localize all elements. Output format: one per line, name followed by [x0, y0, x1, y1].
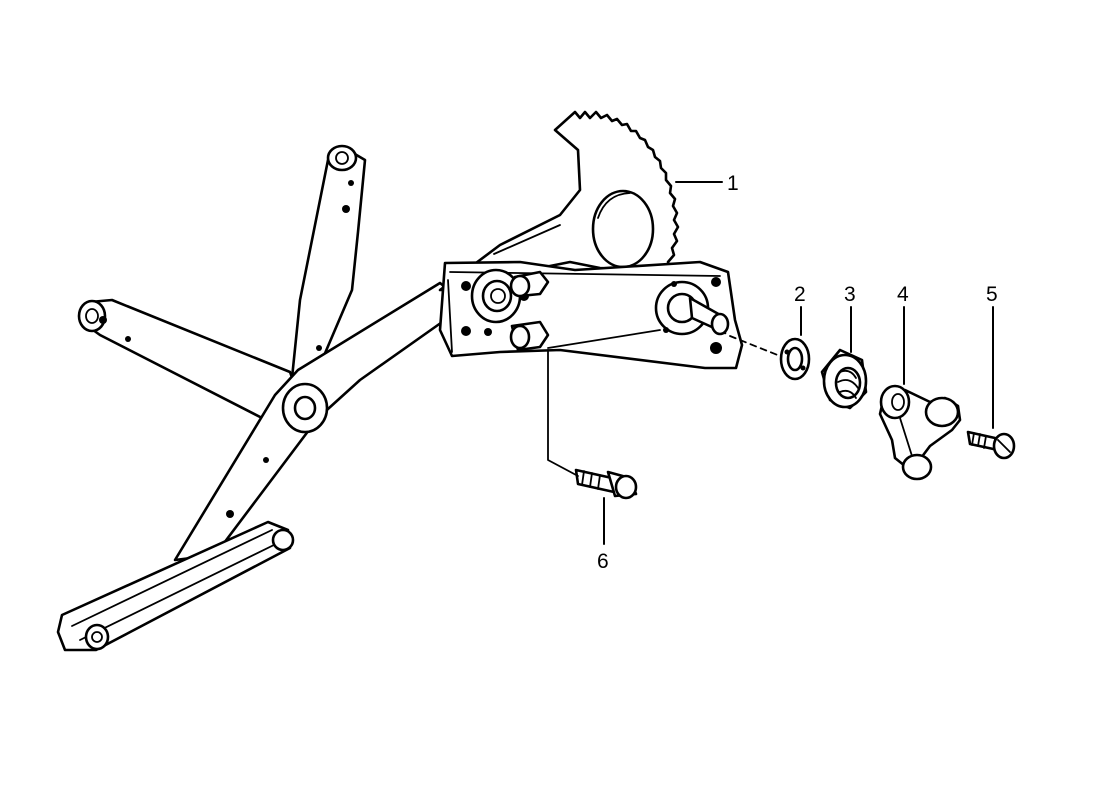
base-plate	[438, 260, 781, 370]
upper-arm	[290, 144, 367, 380]
callout-4: 4	[897, 283, 909, 306]
regulator-arms	[56, 144, 457, 652]
bolt	[547, 349, 638, 500]
callout-6: 6	[597, 550, 609, 573]
crank-handle	[878, 384, 962, 481]
threaded-bushing	[820, 348, 868, 410]
main-diagonal-arm	[173, 281, 457, 562]
callout-leaders	[603, 181, 994, 545]
callout-labels: 1 2 3 4 5 6	[597, 172, 998, 573]
screw	[966, 430, 1016, 460]
slider-rail	[56, 520, 295, 652]
washer	[779, 337, 811, 381]
callout-1: 1	[727, 172, 739, 195]
upper-left-arm	[77, 298, 302, 422]
callout-5: 5	[986, 283, 998, 306]
callout-3: 3	[844, 283, 856, 306]
callout-2: 2	[794, 283, 806, 306]
